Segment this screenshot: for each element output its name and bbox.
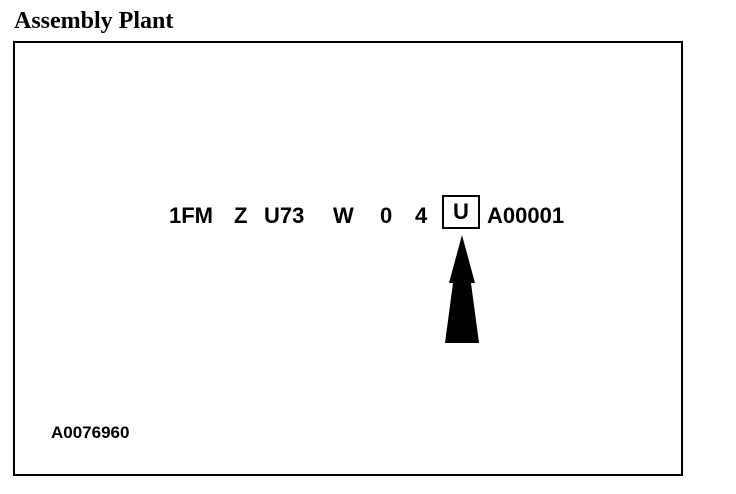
vin-assembly-plant-highlight: U bbox=[442, 195, 480, 229]
vin-model-year: 4 bbox=[415, 203, 428, 228]
diagram-title: Assembly Plant bbox=[14, 8, 174, 34]
vin-check-digit: 0 bbox=[380, 203, 393, 228]
vin-serial-number: A00001 bbox=[487, 203, 565, 228]
vin-wmi: 1FM bbox=[169, 203, 213, 228]
vin-engine: W bbox=[333, 203, 354, 228]
diagram-frame: 1FM Z U73 W 0 4 U A00001 A0076960 bbox=[13, 41, 683, 476]
vin-line-series: U73 bbox=[264, 203, 305, 228]
figure-reference-code: A0076960 bbox=[51, 423, 130, 442]
vin-restraint: Z bbox=[234, 203, 248, 228]
vin-code: 1FM Z U73 W 0 4 U A00001 bbox=[15, 43, 681, 474]
up-arrow-icon bbox=[445, 235, 479, 343]
